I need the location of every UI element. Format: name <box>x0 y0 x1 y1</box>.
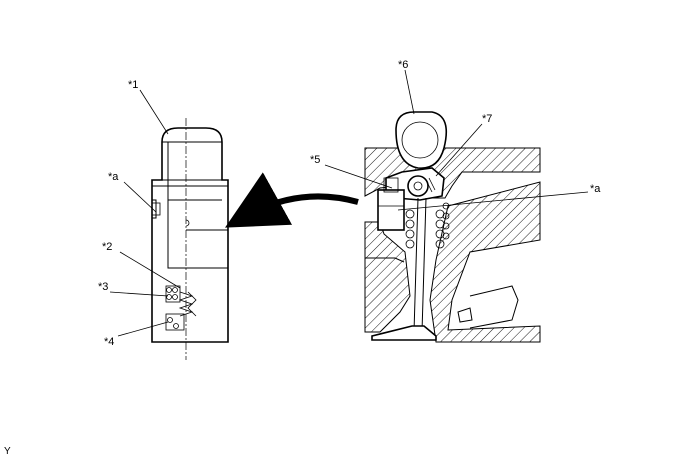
callout-7: *7 <box>482 113 492 125</box>
direction-arrow <box>225 172 359 228</box>
callout-a-left: *a <box>108 171 119 183</box>
callout-3: *3 <box>98 281 108 293</box>
valve-spring <box>405 202 450 249</box>
callout-2: *2 <box>102 241 112 253</box>
callout-5: *5 <box>310 154 320 166</box>
callout-1: *1 <box>128 79 138 91</box>
lash-adjuster-enlarged <box>151 118 229 360</box>
leader-lines <box>109 69 589 337</box>
camshaft-lobe <box>395 111 448 169</box>
callout-a-right: *a <box>590 183 601 195</box>
valve-head <box>371 325 437 341</box>
check-valve <box>165 285 185 331</box>
cylinder-head-section <box>364 111 541 343</box>
callout-6: *6 <box>398 59 408 71</box>
callout-4: *4 <box>104 336 114 348</box>
corner-mark: Y <box>4 446 11 457</box>
